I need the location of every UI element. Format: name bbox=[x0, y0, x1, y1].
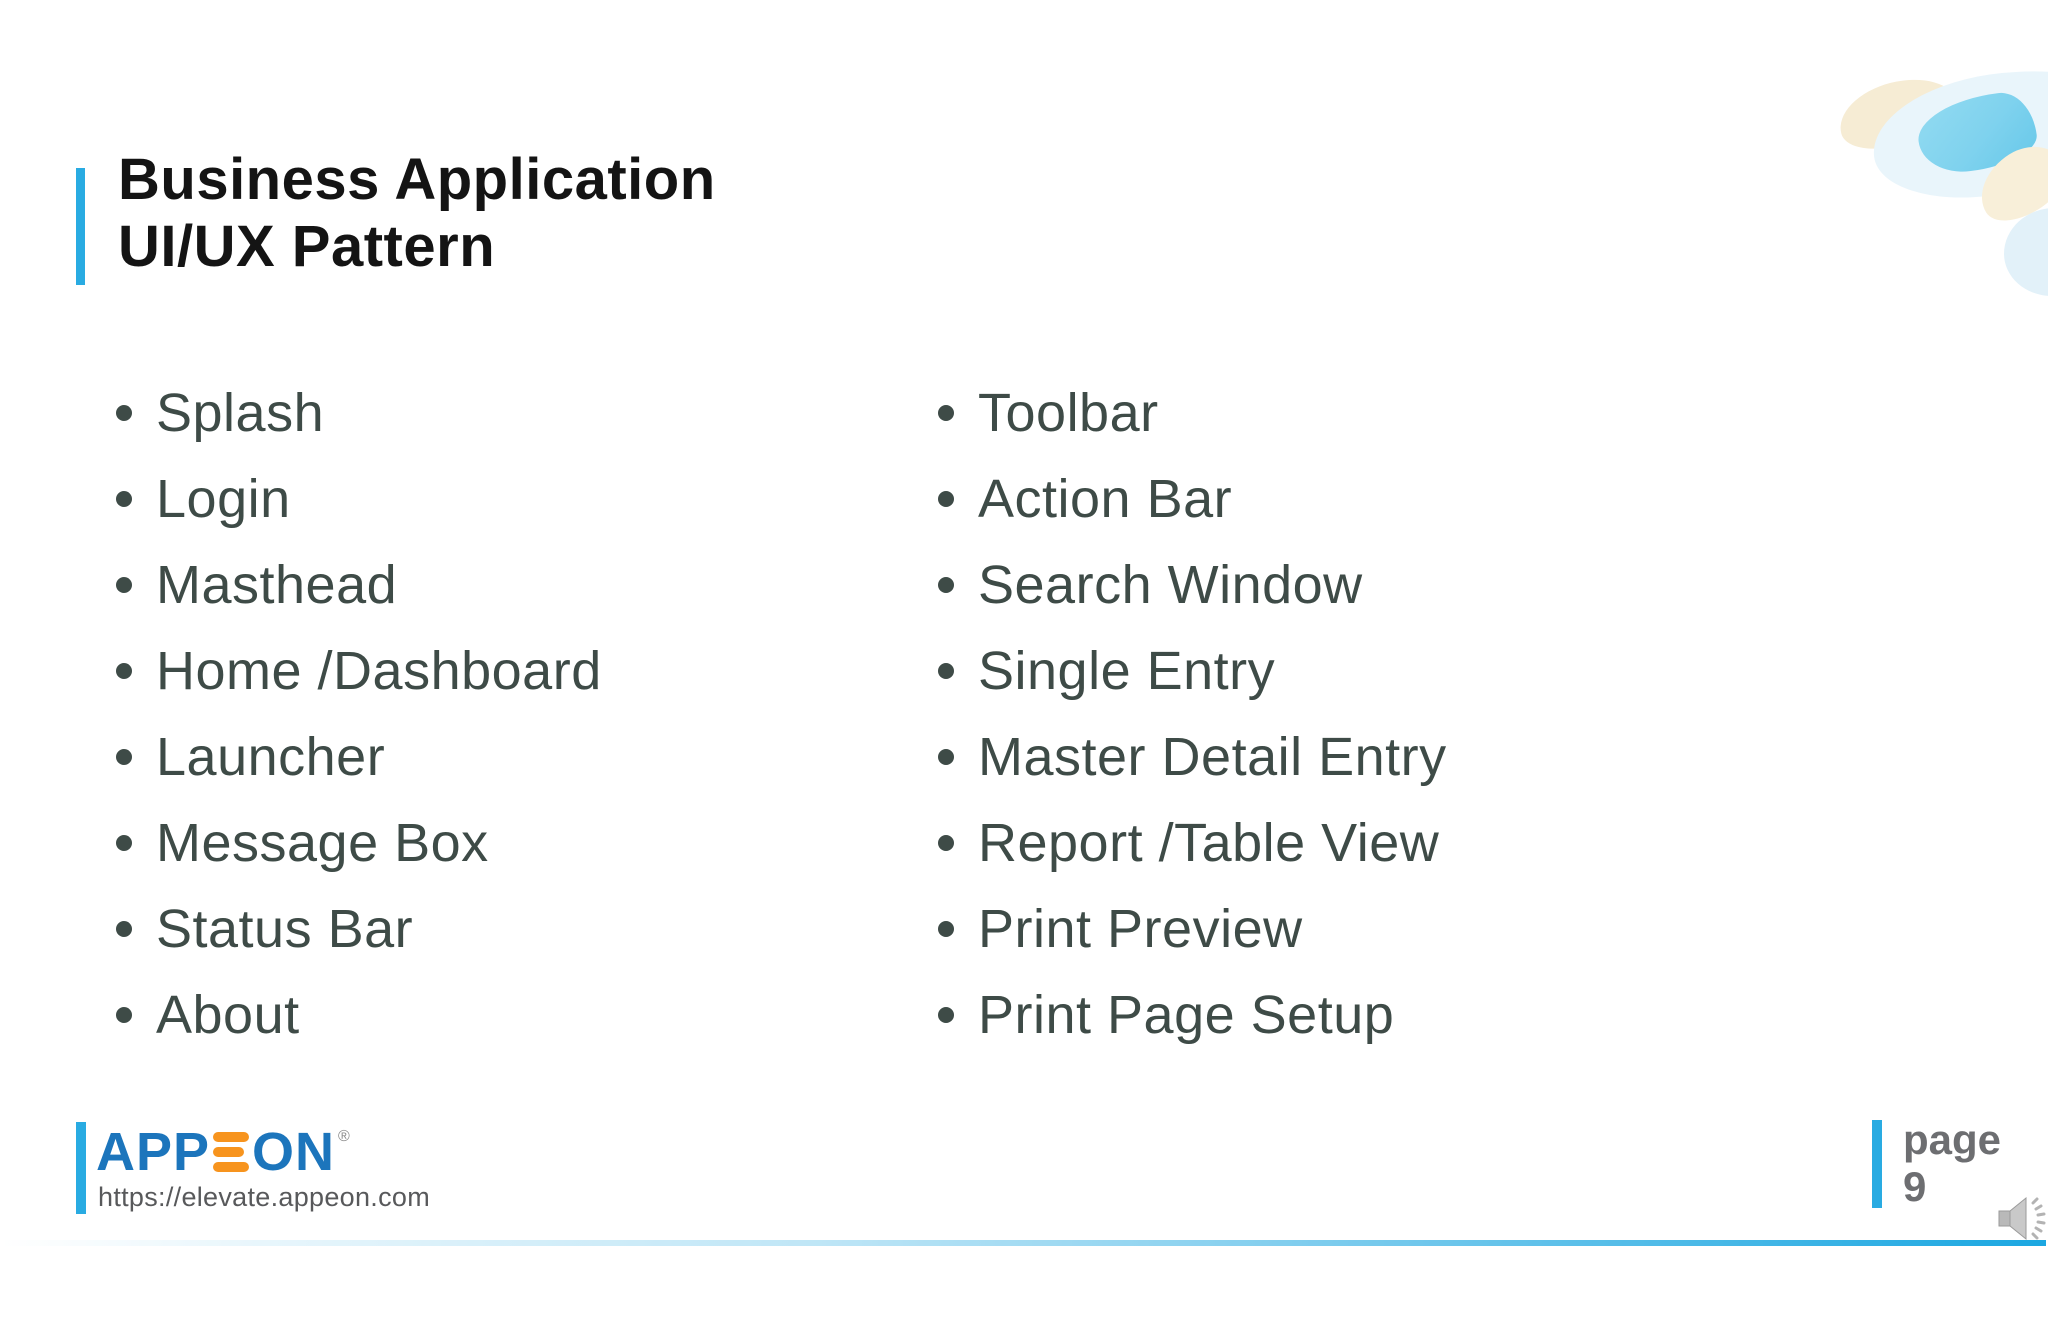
logo-url: https://elevate.appeon.com bbox=[98, 1182, 431, 1212]
bullet-item: Action Bar bbox=[938, 456, 1447, 542]
bullet-item: Message Box bbox=[116, 800, 602, 886]
appeon-logo: APP ON ® bbox=[96, 1122, 350, 1182]
logo-text-app: APP bbox=[96, 1122, 211, 1182]
bullet-item: Single Entry bbox=[938, 628, 1447, 714]
bullet-item: Status Bar bbox=[116, 886, 602, 972]
page-title: Business Application UI/UX Pattern bbox=[118, 146, 716, 280]
bullet-item: Masthead bbox=[116, 542, 602, 628]
bullet-item: Toolbar bbox=[938, 370, 1447, 456]
bullet-item: Print Preview bbox=[938, 886, 1447, 972]
bullet-item: Report /Table View bbox=[938, 800, 1447, 886]
logo-e-bar-bottom bbox=[213, 1162, 250, 1172]
logo-text-on: ON bbox=[252, 1122, 336, 1182]
page-title-line-1: Business Application bbox=[118, 147, 716, 212]
appeon-logo-e-bars-icon bbox=[213, 1132, 250, 1172]
bullet-item: Master Detail Entry bbox=[938, 714, 1447, 800]
bullet-list-right: Toolbar Action Bar Search Window Single … bbox=[938, 370, 1447, 1058]
page-number-block: page 9 bbox=[1903, 1116, 2001, 1210]
title-accent-bar bbox=[76, 168, 85, 285]
logo-e-bar-middle bbox=[213, 1147, 244, 1157]
page-label: page bbox=[1903, 1116, 2002, 1163]
bottom-divider-line bbox=[0, 1240, 2046, 1246]
registered-trademark-mark: ® bbox=[338, 1128, 350, 1145]
bullet-list-left: Splash Login Masthead Home /Dashboard La… bbox=[116, 370, 602, 1058]
bullet-item: Launcher bbox=[116, 714, 602, 800]
decor-paleblue-blob-bottom-icon bbox=[2004, 208, 2048, 296]
page-number: 9 bbox=[1903, 1163, 1927, 1210]
bullet-item: Login bbox=[116, 456, 602, 542]
bullet-item: Home /Dashboard bbox=[116, 628, 602, 714]
page-title-line-2: UI/UX Pattern bbox=[118, 214, 496, 279]
bullet-item: Splash bbox=[116, 370, 602, 456]
logo-e-bar-top bbox=[213, 1132, 250, 1142]
bullet-item: About bbox=[116, 972, 602, 1058]
page-number-accent-bar bbox=[1872, 1120, 1882, 1208]
bullet-item: Search Window bbox=[938, 542, 1447, 628]
bullet-item: Print Page Setup bbox=[938, 972, 1447, 1058]
speaker-audio-icon[interactable] bbox=[1997, 1195, 2048, 1243]
logo-accent-bar bbox=[76, 1122, 86, 1214]
